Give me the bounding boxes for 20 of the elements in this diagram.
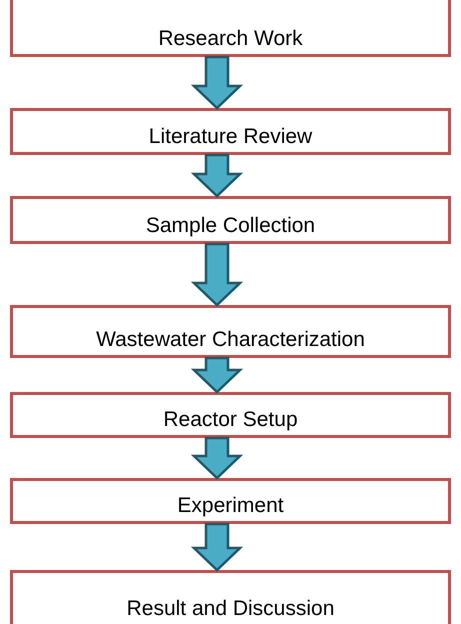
step-label: Wastewater Characterization — [96, 328, 365, 352]
step-label: Sample Collection — [146, 214, 316, 238]
step-label: Reactor Setup — [163, 408, 298, 432]
arrow — [190, 436, 244, 480]
arrow — [190, 242, 244, 307]
process-box — [10, 108, 451, 155]
process-box — [10, 196, 451, 244]
step-label: Experiment — [177, 494, 284, 518]
process-box — [10, 392, 451, 438]
step-label: Result and Discussion — [126, 596, 334, 621]
arrow — [190, 154, 244, 198]
process-box — [10, 478, 451, 524]
arrow — [190, 522, 244, 572]
arrow — [190, 356, 244, 394]
step-label: Research Work — [158, 26, 303, 51]
arrow — [190, 56, 244, 110]
process-box — [10, 305, 451, 358]
process-box — [10, 0, 451, 57]
process-box — [10, 570, 451, 624]
step-label: Literature Review — [148, 124, 312, 149]
